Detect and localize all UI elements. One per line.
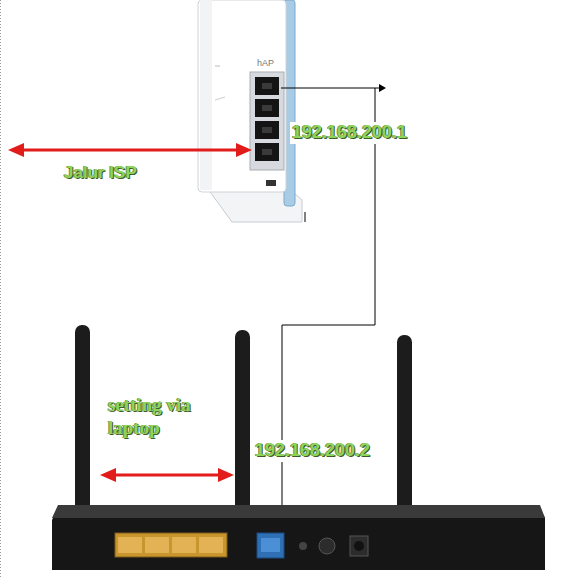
page-border [0, 0, 1, 577]
mikrotik-router [198, 0, 302, 222]
path-label: Jalur ISP [62, 163, 139, 183]
laptop-arrow [100, 468, 234, 482]
ip-address: 192.168.200.2 [253, 440, 372, 462]
device-logo: hAP [255, 58, 276, 69]
note-label: setting via laptop [106, 394, 228, 440]
isp-arrow [8, 143, 252, 157]
ethernet-cable [281, 84, 386, 542]
ip-address: 192.168.200.1 [290, 122, 409, 144]
tplink-router [52, 325, 545, 570]
